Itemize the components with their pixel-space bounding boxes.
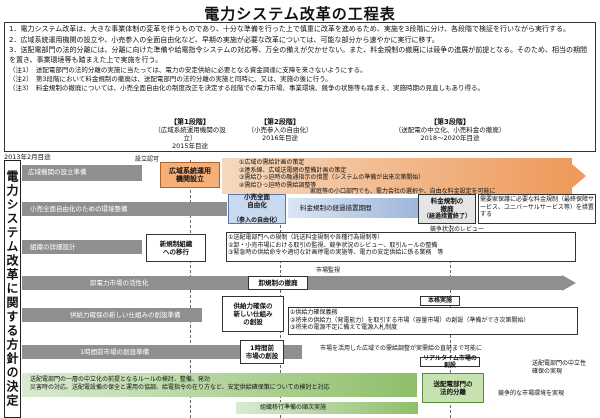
phase3-sub: （送配電の中立化、小売料金の撤廃） <box>390 126 510 134</box>
row3-box: 新規制組織 への移行 <box>146 234 206 262</box>
row4-box: 卸規制の撤廃 <box>248 276 308 290</box>
vertical-policy-title: 電力システム改革に関する方針の決定 <box>4 160 21 418</box>
row2-end-box: 料金規制の 撤廃 （経過措置終了） <box>418 194 476 224</box>
row1-label: 広域機関の設立準備 <box>28 168 140 176</box>
row1-item-2: ②連系線、広域送電網の整備計画の策定 <box>239 167 424 175</box>
row5-item-3: ③将来の電源不足に備えて電源入札制度 <box>290 324 529 332</box>
row6-side: 送配電部門の中立性 確保の実現 <box>532 360 598 375</box>
annotation-1: （注1） 送配電部門の法的分離の実施に当たっては、電力の安定供給に必要となる資金… <box>9 66 591 75</box>
phase2-header: 【第2段階】 （小売参入の自由化） 2016年目途 <box>240 118 320 142</box>
phase2-sub: （小売参入の自由化） <box>240 126 320 134</box>
note-paragraph-1: 1．電力システム改革は、大きな事業体制の変革を伴うものであり、十分な準備を行った… <box>9 25 591 35</box>
row5-items: ①供給力確保義務 ②将来の供給力（発電能力）を取引する市場（容量市場）の創設（準… <box>288 307 578 335</box>
phase1-date: 2015年目途 <box>150 142 230 150</box>
row4-arrow-head <box>562 275 576 291</box>
phase2-date: 2016年目途 <box>240 134 320 142</box>
row7-side: 競争的な市場環境を実現 <box>498 390 598 398</box>
row6-box: 1時間前 市場の創設 <box>240 340 284 364</box>
row7-label: 送配電部門の一層の中立化の前提となるルールの検討、整備、発効 災害時の対応、送配… <box>30 376 410 391</box>
row6-label: 1時間前市場の創設準備 <box>80 348 220 356</box>
annotation-3: （注3） 料金規制の撤廃については、小売全面自由化の制度改正を決定する段階での電… <box>9 84 591 93</box>
phase3-title: 【第3段階】 <box>390 118 510 126</box>
row2-middle: 料金規制の経過措置期間 <box>300 204 410 212</box>
row2-end-sub: （経過措置終了） <box>423 213 471 221</box>
row5-box: 供給力確保の 新しい仕組み の創設 <box>222 296 284 332</box>
row3-items: ①送配電部門への規制（託送料金規制や各種行為規制等） ②卸・小売市場における取引… <box>226 232 576 262</box>
row4-note: 市場監視 <box>316 267 356 275</box>
row1-box: 広域系統運用 機関設立 <box>160 162 220 188</box>
row6-tag: リアルタイム市場の創設 <box>420 357 480 367</box>
row5-item-2: ②将来の供給力（発電能力）を取引する市場（容量市場）の創設（準備ができ次第開始） <box>290 317 529 325</box>
row5-badge: 本格実施 <box>420 296 460 306</box>
note-paragraph-2: 2．広域系統運用機関の設立や、小売参入の全面自由化など、早期の実施が必要な改革に… <box>9 36 591 46</box>
note-paragraph-3: 3．送配電部門の法的分離には、分離に向けた準備や給電指令システムの対応等、万全の… <box>9 46 591 65</box>
row4-label: 卸電力市場の活性化 <box>90 279 190 287</box>
row5-item-1: ①供給力確保義務 <box>290 309 529 317</box>
phase3-date: 2018～2020年目途 <box>390 134 510 142</box>
annotation-2: （注2） 第3段階において料金規制の撤廃は、送配電部門の法的分離の実施と同時に、… <box>9 75 591 84</box>
row1-arrow-head <box>572 164 586 188</box>
row2-end-title: 料金規制の 撤廃 <box>423 197 471 213</box>
row1-item-1: ①広域の需給計画の策定 <box>239 159 424 167</box>
row5-label: 供給力確保の新しい仕組みの創設準備 <box>70 311 200 319</box>
row2-label: 小売全面自由化のための環境整備 <box>30 205 220 213</box>
phase1-sub: （広域系統運用機関の設立） <box>150 126 230 142</box>
row2-box-sub: （参入の自由化） <box>233 217 281 225</box>
phase1-title: 【第1段階】 <box>150 118 230 126</box>
row7-box: 送配電部門の 法的分離 <box>422 373 484 403</box>
row3-item-1: ①送配電部門への規制（託送料金規制や各種行為規制等） <box>228 234 443 242</box>
row3-item-2: ②卸・小売市場における取引の監視、競争状況のレビュー、取引ルールの整備 <box>228 242 443 250</box>
row2-end-note: 需要家保護に必要な料金規制（最終保障サービス、ユニバーサルサービス等）を措置する <box>478 194 596 224</box>
row8-label: 組織移行準備の順次実施 <box>260 404 410 412</box>
row2-box: 小売全面 自由化 （参入の自由化） <box>228 194 286 224</box>
phase1-header: 【第1段階】 （広域系統運用機関の設立） 2015年目途 <box>150 118 230 150</box>
row6-note: 市場を活用した広域での需給調整が実需給の直前まで可能に <box>320 345 490 353</box>
page-title: 電力システム改革の工程表 <box>0 3 600 24</box>
phase3-header: 【第3段階】 （送配電の中立化、小売料金の撤廃） 2018～2020年目途 <box>390 118 510 142</box>
row3-item-3: ③緊急時の供給命令や適切な計画停電の実施等、電力の安定供給に係る業務 等 <box>228 249 443 257</box>
phase2-title: 【第2段階】 <box>240 118 320 126</box>
row3-label: 組織の詳細設計 <box>30 243 142 251</box>
row1-item-3: ③需給ひっ迫時の融通指示の措置（システムの準備が出来次第開始） <box>239 174 424 182</box>
row2-box-title: 小売全面 自由化 <box>233 193 281 209</box>
